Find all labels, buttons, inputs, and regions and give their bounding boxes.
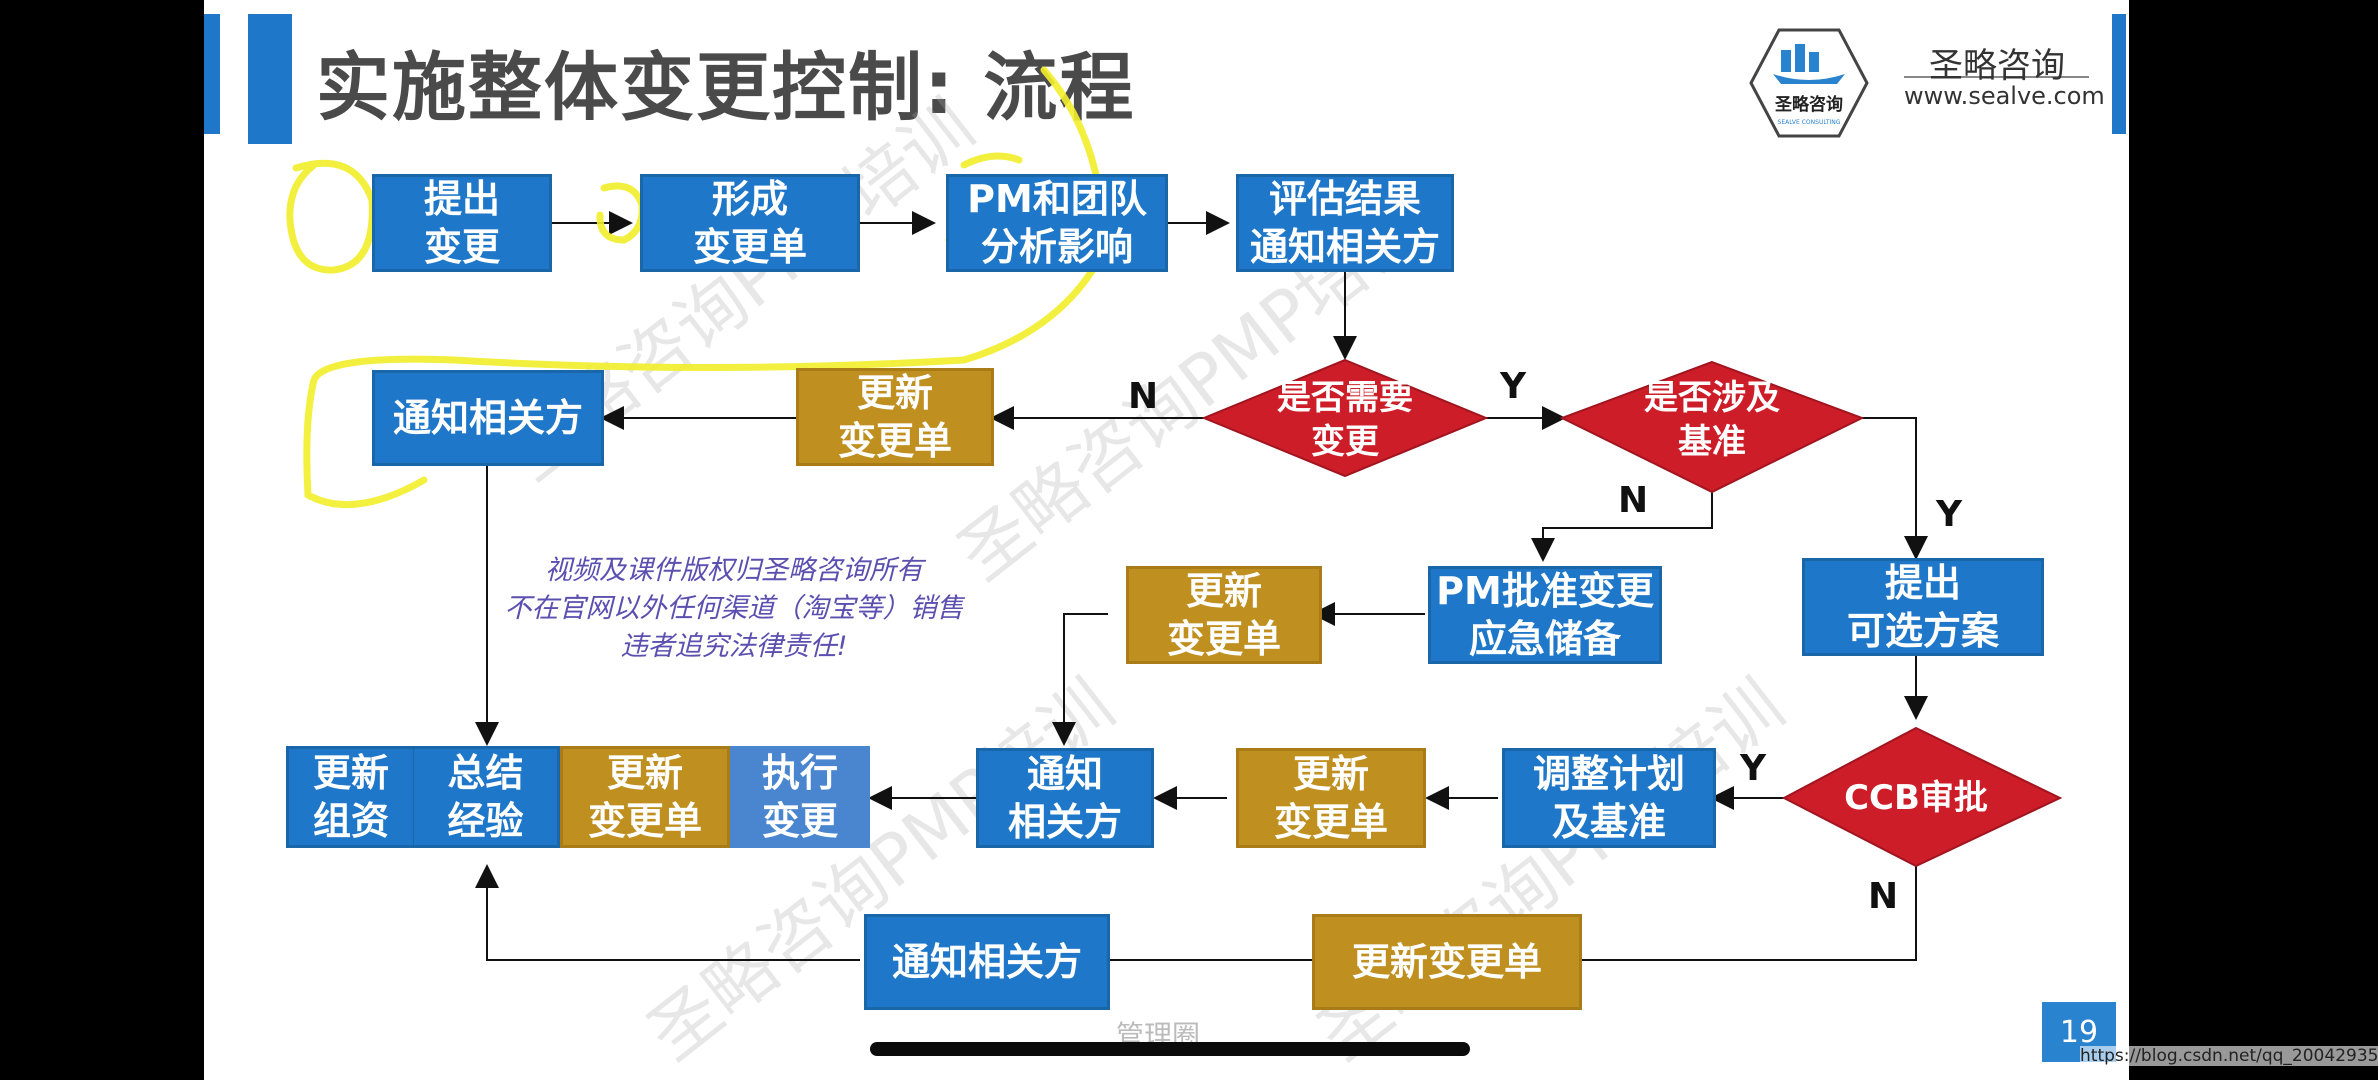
node-update-request-bottom: 更新变更单 bbox=[1312, 914, 1582, 1010]
node-execute-change: 执行变更 bbox=[730, 746, 870, 848]
node-adjust-plan-baseline: 调整计划及基准 bbox=[1502, 748, 1716, 848]
node-propose-change: 提出变更 bbox=[372, 174, 552, 272]
home-indicator[interactable] bbox=[870, 1042, 1470, 1056]
node-form-change-request: 形成变更单 bbox=[640, 174, 860, 272]
label-y-baseline: Y bbox=[1936, 494, 1963, 535]
node-update-request-mid: 更新变更单 bbox=[1126, 566, 1322, 664]
need-change-label: 是否需要变更 bbox=[1277, 378, 1413, 462]
page-title: 实施整体变更控制: 流程 bbox=[316, 45, 1136, 131]
node-update-request-top: 更新变更单 bbox=[796, 368, 994, 466]
sealve-logo-icon: 圣略咨询 SEALVE CONSULTING bbox=[1749, 28, 1869, 138]
page-number: 19 bbox=[2042, 1002, 2116, 1062]
node-update-org-assets: 更新组资 bbox=[286, 746, 416, 848]
left-edge-bar bbox=[204, 14, 220, 134]
node-notify-result: 评估结果通知相关方 bbox=[1236, 174, 1454, 272]
node-pm-team-analyze: PM和团队分析影响 bbox=[946, 174, 1168, 272]
svg-text:圣略咨询: 圣略咨询 bbox=[1775, 94, 1843, 115]
label-y-need-change: Y bbox=[1500, 366, 1527, 407]
node-summarize-lessons: 总结经验 bbox=[414, 746, 560, 848]
node-pm-approve-reserve: PM批准变更应急储备 bbox=[1428, 566, 1662, 664]
node-update-request-exec: 更新变更单 bbox=[560, 746, 730, 848]
label-y-ccb: Y bbox=[1740, 748, 1767, 789]
baseline-diamond bbox=[1559, 360, 1865, 494]
need-change-diamond bbox=[1201, 358, 1489, 478]
svg-text:SEALVE CONSULTING: SEALVE CONSULTING bbox=[1778, 119, 1841, 126]
flow-connectors bbox=[286, 66, 2063, 961]
node-update-request-low: 更新变更单 bbox=[1236, 748, 1426, 848]
header-underline bbox=[1904, 76, 2089, 78]
slide: 实施整体变更控制: 流程 圣略咨询 SEALVE CONSULTING 圣略咨询… bbox=[204, 0, 2129, 1080]
baseline-label: 是否涉及基准 bbox=[1644, 378, 1780, 462]
ccb-diamond bbox=[1781, 726, 2063, 868]
ccb-label: CCB审批 bbox=[1844, 778, 1988, 818]
right-edge-bar bbox=[2112, 14, 2126, 134]
node-notify-stakeholders-top: 通知相关方 bbox=[372, 370, 604, 466]
node-propose-options: 提出可选方案 bbox=[1802, 558, 2044, 656]
node-notify-stakeholders-bottom: 通知相关方 bbox=[864, 914, 1110, 1010]
label-n-ccb: N bbox=[1868, 876, 1899, 917]
copyright-note: 视频及课件版权归圣略咨询所有 不在官网以外任何渠道（淘宝等）销售 违者追究法律责… bbox=[504, 555, 964, 662]
label-n-baseline: N bbox=[1618, 480, 1649, 521]
node-notify-stakeholders-low: 通知相关方 bbox=[976, 748, 1154, 848]
label-n-need-change: N bbox=[1128, 376, 1159, 417]
brand-name: 圣略咨询 bbox=[1929, 46, 2065, 86]
brand-url: www.sealve.com bbox=[1904, 82, 2105, 110]
blog-url: https://blog.csdn.net/qq_20042935 bbox=[2080, 1046, 2378, 1066]
title-bar bbox=[248, 14, 292, 144]
